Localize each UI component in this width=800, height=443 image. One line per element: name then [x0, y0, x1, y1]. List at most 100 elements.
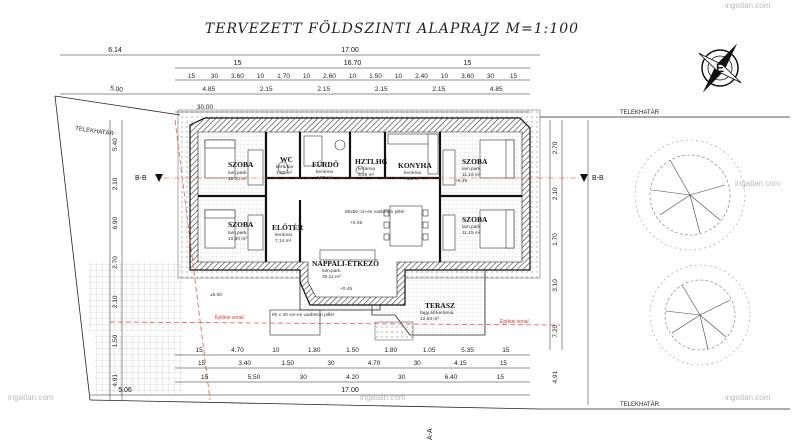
- svg-text:7,20 m²: 7,20 m²: [404, 176, 421, 182]
- dimension-value: 2.15: [432, 86, 445, 93]
- dimension-value: 5.35: [461, 347, 474, 354]
- dimension-value: 2.15: [260, 86, 273, 93]
- svg-text:kerámia: kerámia: [275, 232, 292, 238]
- drawing-title: TERVEZETT FÖLDSZINTI ALAPRAJZ M=1:100: [205, 19, 579, 37]
- dimension-value: 10: [349, 73, 357, 80]
- dimension-value: 4.91: [112, 374, 119, 387]
- room-name: WC: [280, 155, 293, 164]
- dimension-value: 10: [395, 73, 403, 80]
- svg-text:kerámia: kerámia: [316, 169, 333, 175]
- watermark: ingatlan.com: [725, 1, 771, 10]
- dimension-value: 3.40: [238, 360, 251, 367]
- dimension-value: 2.10: [112, 177, 119, 190]
- dimension-value: 30: [211, 73, 219, 80]
- room-name: TERASZ: [425, 301, 455, 310]
- svg-text:12,30 m²: 12,30 m²: [228, 176, 247, 182]
- room-name: ELŐTÉR: [272, 222, 304, 232]
- building-line-vertical: [174, 119, 211, 401]
- dimension-column-left: 5.402.106.902.702.101.504.91: [112, 138, 119, 387]
- watermark: ingatlan.com: [725, 393, 771, 402]
- dimension-value: 2.70: [552, 141, 559, 154]
- svg-text:kerámia: kerámia: [358, 166, 375, 172]
- svg-text:30,11 m²: 30,11 m²: [322, 274, 341, 280]
- room-name: HZTLHG: [355, 157, 388, 166]
- north-arrow-icon: É: [698, 43, 742, 93]
- dimension-value: 2.70: [112, 256, 119, 269]
- dimension-value: 1.50: [346, 347, 359, 354]
- dimension-value: 1.80: [308, 347, 321, 354]
- dimension-value: 30: [414, 360, 422, 367]
- svg-text:+0.45: +0.45: [455, 178, 467, 184]
- svg-text:3,29 m²: 3,29 m²: [358, 172, 375, 178]
- svg-text:lam.park.: lam.park.: [228, 170, 248, 176]
- room-name: KONYHA: [398, 161, 432, 170]
- dimension-value: 15: [198, 360, 206, 367]
- svg-text:kerámia: kerámia: [404, 170, 421, 176]
- dimension-value: 3.10: [552, 279, 559, 292]
- dimension-value: 30.00: [197, 104, 214, 111]
- pillar-note: 80x50 cm-es vasbeton pillér: [345, 209, 405, 215]
- dimension-value: 4.85: [490, 86, 503, 93]
- dimension-value: 2.10: [112, 295, 119, 308]
- dimension-value: 30: [398, 374, 406, 381]
- dimension-value: 3.60: [231, 73, 244, 80]
- svg-text:lam.park.: lam.park.: [462, 224, 482, 230]
- dimension-value: 30: [327, 360, 335, 367]
- svg-text:kerámia: kerámia: [276, 164, 293, 170]
- dimension-value: 1.70: [277, 73, 290, 80]
- paving-left-bottom: [95, 335, 183, 395]
- room-name: SZOBA: [462, 215, 488, 224]
- svg-text:fagy.áll.kerámia: fagy.áll.kerámia: [420, 310, 454, 316]
- watermark: ingatlan.com: [735, 179, 781, 188]
- watermark: ingatlan.com: [360, 393, 406, 402]
- dimension-value: 6.40: [445, 374, 458, 381]
- dimension-value: 7.20: [552, 325, 559, 338]
- dimension-value: 3.60: [461, 73, 474, 80]
- svg-text:É: É: [716, 60, 724, 75]
- dimension-value: 1.05: [423, 347, 436, 354]
- dimension-row-top-1: 6.14 17.00: [108, 47, 359, 54]
- dimension-value: 15: [497, 374, 505, 381]
- dimension-value: 4.85: [202, 86, 215, 93]
- entrance-landing: [269, 309, 321, 336]
- svg-text:Építési vonal: Építési vonal: [215, 314, 244, 321]
- watermark: ingatlan.com: [8, 393, 54, 402]
- dimension-value: 4.91: [552, 370, 559, 383]
- dimension-value: 6.14: [108, 47, 122, 54]
- level-mark: ±0.00: [210, 292, 222, 298]
- dimension-value: 4.20: [346, 374, 359, 381]
- dimension-value: 10: [257, 73, 265, 80]
- furniture: [204, 133, 515, 261]
- dimension-value: 16.70: [344, 60, 362, 67]
- dimension-value: 5.00: [110, 85, 124, 94]
- svg-text:11,15 m²: 11,15 m²: [462, 230, 481, 236]
- svg-text:11,16 m²: 11,16 m²: [462, 172, 481, 178]
- room-name: FÜRDŐ: [312, 159, 339, 169]
- property-line-left-vertical: [54, 95, 91, 401]
- telekhatar-right-top-label: TELEKHATÁR: [620, 109, 660, 116]
- dimension-column-right: 2.702.101.703.107.204.91: [552, 141, 559, 383]
- dimension-lines: [60, 54, 589, 405]
- dimension-value: 10: [303, 73, 311, 80]
- section-marker-left: B-B: [135, 175, 147, 182]
- room-name: SZOBA: [462, 157, 488, 166]
- tree-icon: [634, 139, 746, 251]
- dimension-value: 1.70: [552, 233, 559, 246]
- svg-text:lam.park.: lam.park.: [462, 166, 482, 172]
- building-line: [109, 321, 561, 326]
- dimension-value: 10: [441, 73, 449, 80]
- dimension-value: 4.15: [454, 360, 467, 367]
- dimension-value: 5.40: [112, 138, 119, 151]
- room-name: NAPPALI-ÉTKEZŐ: [312, 258, 379, 268]
- svg-text:4,33 m²: 4,33 m²: [316, 175, 333, 181]
- dimension-value: 15: [510, 73, 518, 80]
- svg-text:lam.park.: lam.park.: [228, 230, 248, 236]
- dimension-value: 6.90: [112, 217, 119, 230]
- dimension-value: 17.00: [341, 47, 359, 54]
- dimension-value: 15: [196, 347, 204, 354]
- dimension-value: 15: [188, 73, 196, 80]
